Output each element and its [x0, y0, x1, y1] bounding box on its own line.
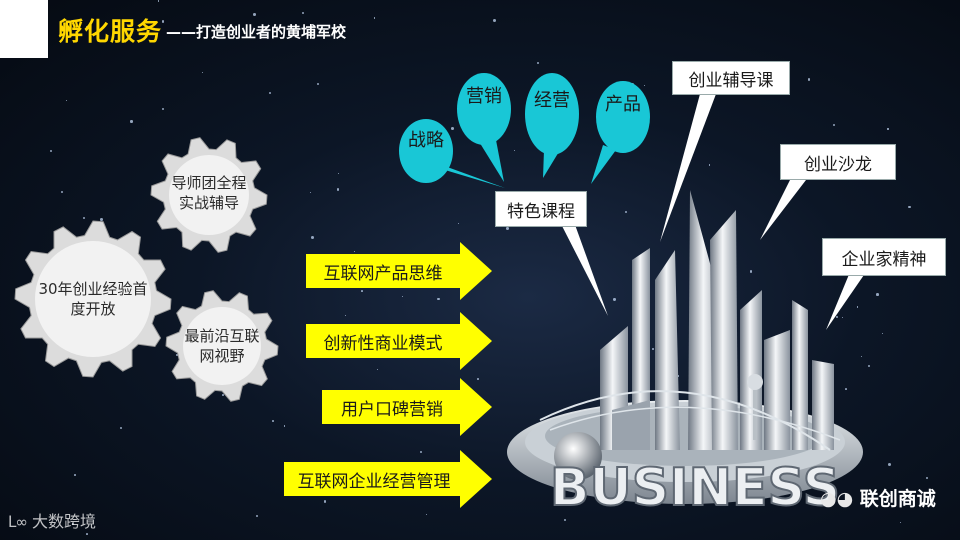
bubble-label: 产品 [605, 94, 641, 116]
bubble-label: 经营 [534, 90, 570, 112]
wechat-label: 联创商诚 [860, 488, 936, 510]
wechat-badge: ◕◕ 联创商诚 [820, 484, 936, 511]
wechat-icon: ◕◕ [820, 488, 853, 510]
bubble-icon [524, 72, 580, 156]
bubble-icon [456, 72, 512, 146]
bubble-icon [595, 80, 651, 154]
watermark: ᒪ∞ 大数跨境 [8, 508, 96, 532]
callout-featured-courses: 特色课程 [495, 191, 587, 227]
bubble-label: 战略 [408, 130, 444, 152]
callout-entrepreneur-spirit: 企业家精神 [822, 238, 946, 276]
bubble-label: 营销 [466, 86, 502, 108]
callout-tutoring-course: 创业辅导课 [672, 61, 790, 95]
callout-salon: 创业沙龙 [780, 144, 896, 180]
watermark-text: 大数跨境 [32, 512, 96, 531]
watermark-logo-icon: ᒪ∞ [8, 513, 27, 531]
